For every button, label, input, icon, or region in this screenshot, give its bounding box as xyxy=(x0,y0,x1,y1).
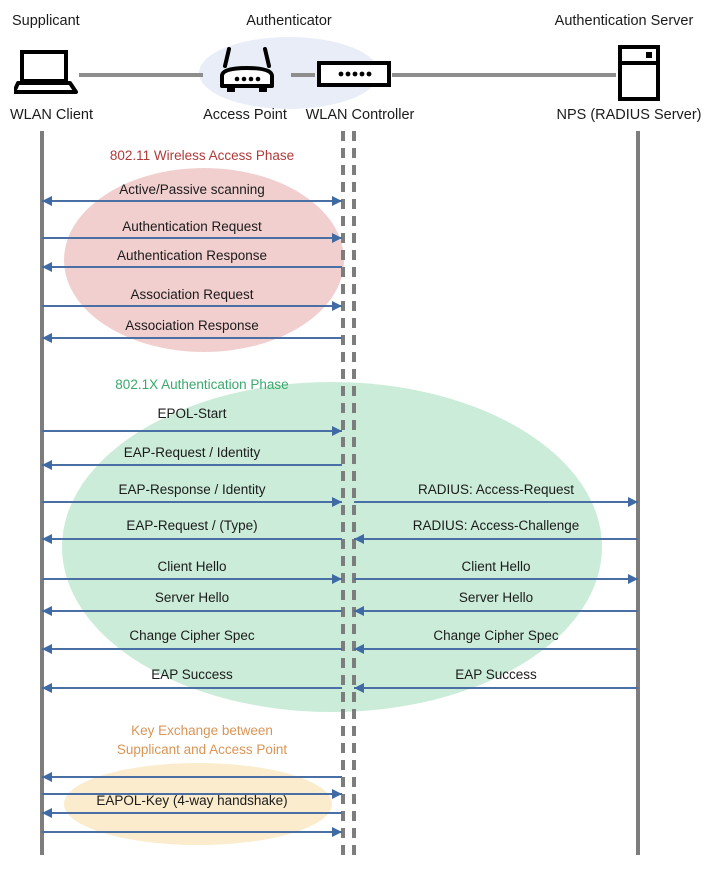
message-label: RADIUS: Access-Challenge xyxy=(412,518,580,533)
actor-role-supplicant: Supplicant xyxy=(12,13,80,29)
actor-device-access-point: Access Point xyxy=(203,107,287,123)
wire-client-to-ap xyxy=(79,73,203,77)
wlan-controller-icon xyxy=(317,61,391,92)
message-label: EPOL-Start xyxy=(157,406,227,421)
actor-role-authentication-server: Authentication Server xyxy=(554,13,694,29)
lifeline-authentication-server xyxy=(636,131,640,855)
message-label: Change Cipher Spec xyxy=(129,628,255,643)
message-label: Client Hello xyxy=(157,559,227,574)
message-label: RADIUS: Access-Request xyxy=(417,482,575,497)
wire-ap-to-controller xyxy=(291,73,315,77)
message-label: Association Request xyxy=(130,287,254,302)
actor-device-wlan-client: WLAN Client xyxy=(10,107,93,123)
message-label: Server Hello xyxy=(154,590,230,605)
actor-device-nps-radius-server: NPS (RADIUS Server) xyxy=(556,107,702,123)
message-label: EAP-Request / Identity xyxy=(123,445,261,460)
phase-blob-80211 xyxy=(64,168,344,352)
message-label: EAPOL-Key (4-way handshake) xyxy=(96,793,288,808)
lifeline-supplicant xyxy=(40,131,44,855)
actor-role-authenticator: Authenticator xyxy=(246,13,332,29)
phase-title-80211: 802.11 Wireless Access Phase xyxy=(109,148,295,163)
message-label: Change Cipher Spec xyxy=(433,628,559,643)
message-label: Association Response xyxy=(125,318,259,333)
phase-blob-8021x xyxy=(62,382,602,712)
message-label: EAP-Request / (Type) xyxy=(126,518,258,533)
message-label: Server Hello xyxy=(458,590,534,605)
actor-device-wlan-controller: WLAN Controller xyxy=(305,107,415,123)
wireless-access-point-icon xyxy=(216,46,278,101)
lifeline-wlan-controller xyxy=(352,131,356,855)
message-label: Authentication Request xyxy=(122,219,262,234)
message-label: Active/Passive scanning xyxy=(119,182,265,197)
lifeline-access-point xyxy=(341,131,345,855)
message-label: Authentication Response xyxy=(116,248,268,263)
phase-title-key-exchange-line2: Supplicant and Access Point xyxy=(116,742,288,757)
message-label: EAP Success xyxy=(455,667,537,682)
message-label: EAP-Response / Identity xyxy=(118,482,266,497)
message-label: EAP Success xyxy=(151,667,233,682)
laptop-icon xyxy=(12,50,78,99)
phase-title-8021x: 802.1X Authentication Phase xyxy=(115,377,289,392)
phase-title-key-exchange-line1: Key Exchange between xyxy=(131,723,273,738)
wire-controller-to-server xyxy=(392,73,616,77)
message-label: Client Hello xyxy=(461,559,531,574)
server-icon xyxy=(617,45,661,106)
